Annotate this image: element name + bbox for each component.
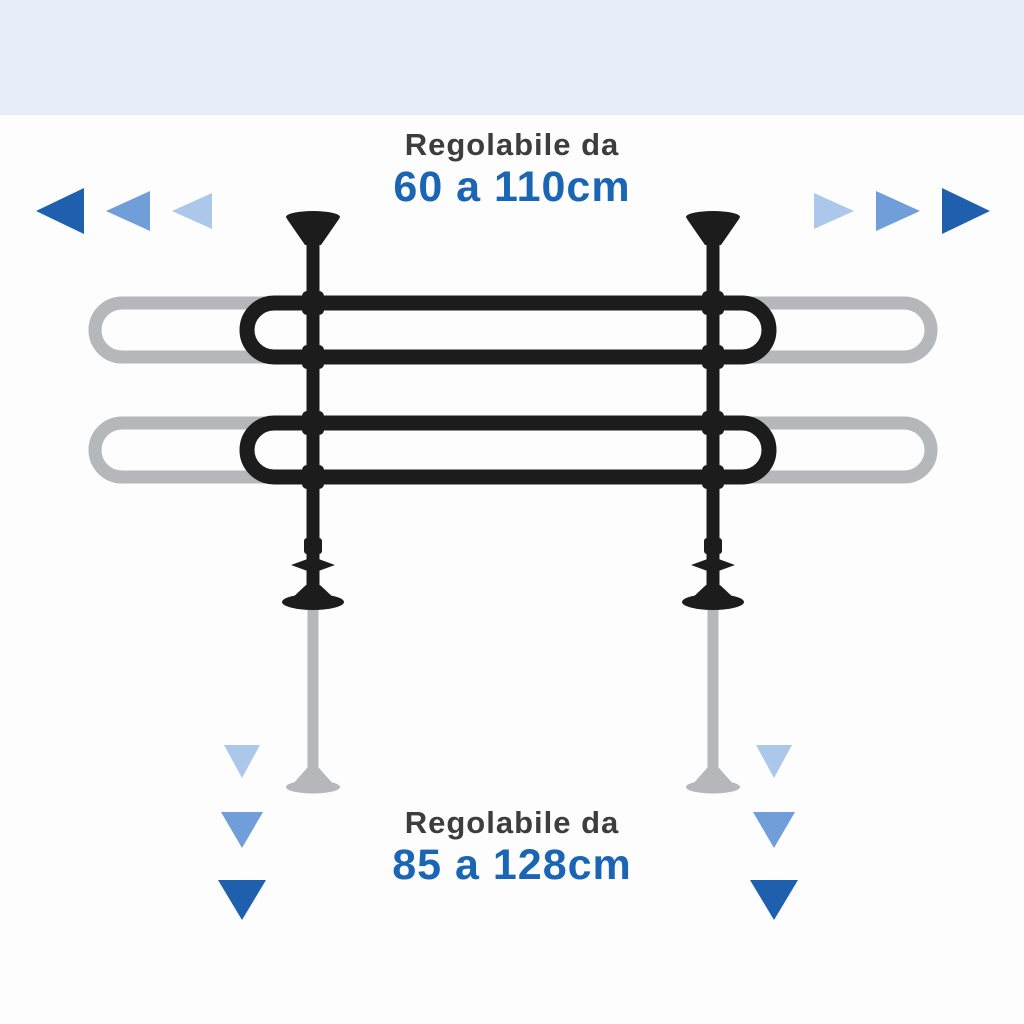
arrow-down-icon [221, 812, 263, 848]
arrow-right-icon [942, 188, 990, 234]
width-arrows-right [814, 188, 990, 234]
arrow-down-icon [218, 880, 266, 920]
arrow-right-icon [876, 191, 920, 231]
arrow-down-icon [756, 745, 792, 778]
arrow-down-icon [750, 880, 798, 920]
arrow-left-icon [106, 191, 150, 231]
top-background-band [0, 0, 1024, 115]
height-arrows-right [750, 745, 798, 920]
width-arrows-left [36, 188, 212, 234]
barrier-left-pole [282, 211, 344, 610]
arrow-left-icon [36, 188, 84, 234]
arrow-right-icon [814, 193, 854, 229]
arrow-down-icon [224, 745, 260, 778]
barrier-right-pole [682, 211, 744, 610]
barrier-main-tubes [239, 295, 777, 485]
height-arrows-left [218, 745, 266, 920]
arrow-left-icon [172, 193, 212, 229]
barrier-extension-tubes [88, 296, 938, 484]
pet-barrier-illustration [88, 211, 938, 794]
barrier-extension-poles [286, 560, 740, 794]
arrow-down-icon [753, 812, 795, 848]
